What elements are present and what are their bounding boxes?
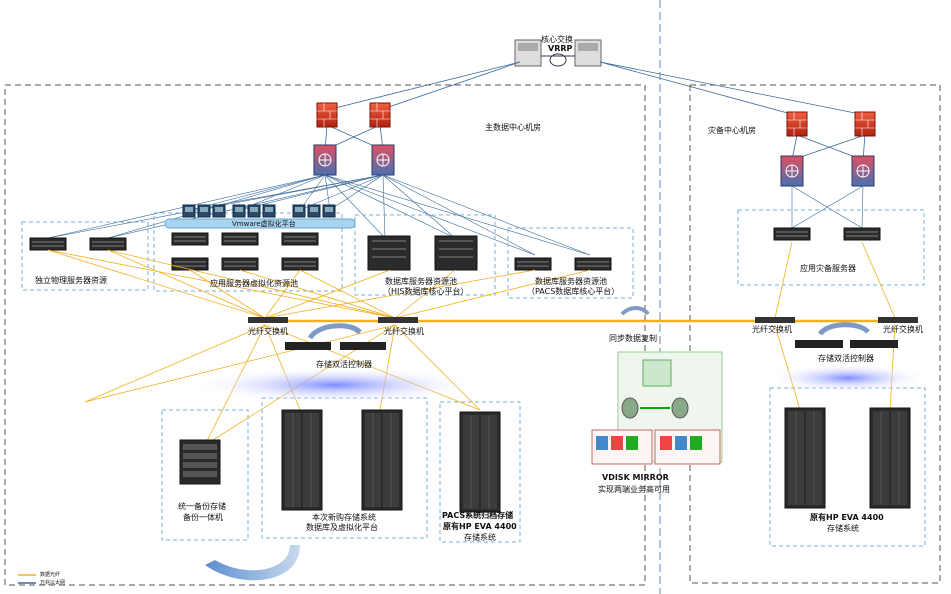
vmware-platform-bar xyxy=(164,218,356,229)
storage-rack-icon xyxy=(869,407,911,509)
backup-dc-title: 灾备中心机房 xyxy=(708,126,756,135)
new-storage-label-1: 本次新购存储系统 xyxy=(312,513,376,522)
fc-switch-right-label: 光纤交换机 xyxy=(384,327,424,336)
core-switch-left xyxy=(514,39,542,67)
backup-appliance-icon xyxy=(179,439,221,485)
fc-switch-left-label: 光纤交换机 xyxy=(248,327,288,336)
backup-datacenter-border xyxy=(689,84,941,584)
dr-storage-label-1: 原有HP EVA 4400 xyxy=(810,513,884,522)
l3-switch-backup-left-icon xyxy=(780,155,804,187)
physical-server-icon xyxy=(29,237,67,251)
backup-app-server-icon xyxy=(773,227,811,241)
pacs-db-server-icon xyxy=(514,257,552,271)
swap-arrow-icon xyxy=(817,322,870,336)
firewall-backup-left-icon xyxy=(786,111,808,137)
backup-storage-glow xyxy=(768,364,928,392)
backup-app-pool-box xyxy=(737,209,925,286)
new-storage-box xyxy=(261,397,428,539)
physical-server-pool-box xyxy=(21,221,149,291)
vdisk-mirror-label: VDISK MIRROR xyxy=(602,473,669,482)
his-pool-label-2: （HIS数据库核心平台） xyxy=(383,287,469,296)
sync-arrow-icon xyxy=(620,306,650,316)
backup-controller-label: 存储双活控制器 xyxy=(818,354,874,363)
dr-storage-label-2: 存储系统 xyxy=(827,524,859,533)
his-pool-label-1: 数据库服务器资源池 xyxy=(385,277,457,286)
his-db-servers xyxy=(367,235,478,271)
legend-fiber-label: 数据光纤 xyxy=(40,572,61,578)
fc-switch-backup-left-icon xyxy=(755,317,795,323)
firewall-main-right-icon xyxy=(369,102,391,128)
physical-pool-label: 独立物理服务器资源 xyxy=(35,276,107,285)
pacs-storage-label-1: PACS系统归档存储 xyxy=(442,511,514,520)
backup-storage-label-2: 备份一体机 xyxy=(183,513,223,522)
storage-rack-icon xyxy=(361,409,403,511)
legend-ethernet-label: 万兆以太网 xyxy=(40,580,66,586)
storage-rack-icon xyxy=(281,409,323,511)
app-virtual-servers xyxy=(171,232,319,271)
backup-app-server-icon xyxy=(843,227,881,241)
pacs-storage-box xyxy=(439,401,521,543)
fc-switch-backup-left-label: 光纤交换机 xyxy=(752,325,792,334)
firewall-backup-right-icon xyxy=(854,111,876,137)
fc-switch-left-icon xyxy=(248,317,288,323)
vdisk-mirror-diagram xyxy=(591,351,723,465)
sync-label: 同步数据复制 xyxy=(609,334,657,343)
storage-controller-icon xyxy=(340,342,386,350)
fc-switch-backup-right-icon xyxy=(878,317,918,323)
controller-label: 存储双活控制器 xyxy=(316,360,372,369)
l3-switch-main-right-icon xyxy=(371,144,395,176)
vdisk-mirror-sublabel: 实现两端业务高可用 xyxy=(598,485,670,494)
core-uplinks xyxy=(324,61,866,161)
storage-rack-icon xyxy=(459,411,501,513)
vrrp-label: VRRP xyxy=(548,44,573,53)
core-switch-right xyxy=(574,39,602,67)
vrrp-ring-icon xyxy=(549,53,567,67)
backup-storage-label-1: 统一备份存储 xyxy=(178,502,226,511)
new-storage-label-2: 数据库及虚拟化平台 xyxy=(306,523,378,532)
fc-switch-backup-right-label: 光纤交换机 xyxy=(883,325,923,334)
backup-app-pool-label: 应用灾备服务器 xyxy=(800,264,856,273)
l3-switch-main-left-icon xyxy=(313,144,337,176)
pacs-db-server-icon xyxy=(574,257,612,271)
storage-controller-icon xyxy=(285,342,331,350)
pacs-pool-label-1: 数据库服务器资源池 xyxy=(535,277,607,286)
backup-storage-box xyxy=(161,409,249,541)
vmware-bar-label: Vmware虚拟化平台 xyxy=(232,220,296,228)
storage-glow xyxy=(190,367,480,403)
backup-controller-icon xyxy=(850,340,898,348)
recovery-arrow-icon xyxy=(205,545,300,581)
pacs-storage-label-3: 存储系统 xyxy=(464,533,496,542)
firewall-main-left-icon xyxy=(316,102,338,128)
main-datacenter-border xyxy=(4,84,646,586)
pacs-pool-label-2: （PACS数据库核心平台） xyxy=(527,287,620,296)
physical-server-icon xyxy=(89,237,127,251)
storage-rack-icon xyxy=(784,407,826,509)
main-dc-title: 主数据中心机房 xyxy=(485,123,541,132)
app-virtual-pool-label: 应用服务器虚拟化资源池 xyxy=(210,279,298,288)
pacs-storage-label-2: 原有HP EVA 4400 xyxy=(443,522,517,531)
his-db-pool-box xyxy=(354,214,496,296)
fc-switch-right-icon xyxy=(378,317,418,323)
l3-switch-backup-right-icon xyxy=(851,155,875,187)
backup-controller-icon xyxy=(795,340,843,348)
vm-icons xyxy=(182,204,336,218)
core-switch-title: 核心交换 xyxy=(541,35,573,44)
swap-arrow-icon xyxy=(307,323,362,340)
